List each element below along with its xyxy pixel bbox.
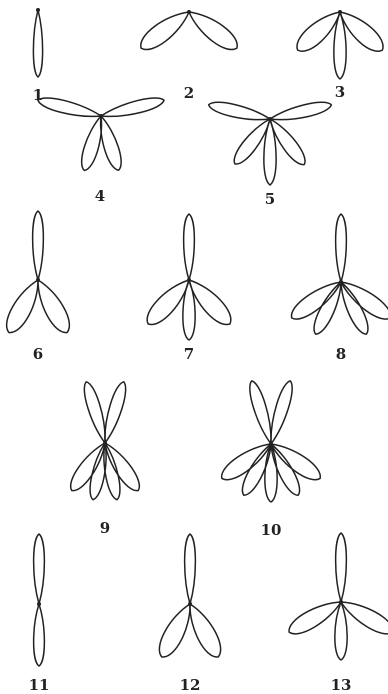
- figure-label-7: 7: [184, 345, 194, 363]
- figure-4-hub: [99, 114, 103, 118]
- figure-11-lobe-2: [34, 604, 45, 666]
- figure-1-hub: [36, 8, 40, 12]
- figure-13: [285, 533, 388, 660]
- figure-12: [154, 534, 227, 661]
- figure-12-lobe-2: [154, 600, 198, 662]
- figure-11: [34, 534, 45, 666]
- figure-7: [141, 214, 236, 340]
- figure-label-5: 5: [265, 190, 275, 208]
- figure-label-13: 13: [331, 676, 352, 694]
- figure-6-lobe-3: [30, 276, 75, 337]
- figure-11-hub: [37, 602, 41, 606]
- figure-12-hub: [188, 602, 192, 606]
- figure-10-lobe-1: [246, 379, 277, 446]
- figure-label-1: 1: [33, 86, 43, 104]
- figure-label-12: 12: [180, 676, 201, 694]
- figure-10-lobe-2: [265, 379, 296, 446]
- figure-3-lobe-1: [291, 5, 346, 57]
- figure-7-hub: [187, 278, 191, 282]
- figure-5-hub: [268, 117, 272, 121]
- figure-label-4: 4: [95, 187, 105, 205]
- figure-13-lobe-1: [336, 533, 347, 602]
- figure-9-lobe-5: [99, 442, 123, 501]
- figure-5-lobe-2: [269, 99, 333, 125]
- figure-6-lobe-1: [33, 211, 44, 280]
- figure-8-lobe-1: [336, 214, 347, 282]
- figure-4-lobe-1: [36, 94, 102, 122]
- figure-7-lobe-1: [184, 214, 195, 280]
- figure-9-hub: [103, 441, 107, 445]
- figure-4: [36, 94, 165, 172]
- figure-12-lobe-3: [182, 600, 226, 662]
- figure-13-hub: [339, 600, 343, 604]
- figure-2-lobe-2: [183, 5, 242, 56]
- figure-5-lobe-5: [264, 115, 309, 169]
- figure-5-lobe-4: [264, 119, 276, 185]
- figure-label-10: 10: [261, 521, 282, 539]
- figure-1: [33, 8, 42, 77]
- figure-3: [291, 5, 388, 79]
- figure-2: [136, 5, 243, 56]
- figure-5: [207, 99, 333, 185]
- figure-3-hub: [338, 10, 342, 14]
- figure-11-lobe-1: [34, 534, 45, 604]
- figure-label-8: 8: [336, 345, 346, 363]
- figure-8-hub: [339, 280, 343, 284]
- figure-label-2: 2: [184, 84, 194, 102]
- figure-8: [287, 214, 388, 337]
- figure-3-lobe-3: [334, 5, 388, 57]
- figure-6-lobe-2: [1, 276, 46, 337]
- figure-2-lobe-1: [136, 5, 195, 56]
- figure-5-lobe-1: [207, 99, 271, 125]
- figure-9-lobe-4: [87, 442, 111, 501]
- figure-10-hub: [269, 442, 273, 446]
- figure-12-lobe-1: [185, 534, 196, 604]
- figure-13-lobe-3: [335, 602, 347, 660]
- figure-9-lobe-2: [99, 380, 129, 445]
- figure-label-11: 11: [29, 676, 50, 694]
- figure-1-lobe-1: [33, 10, 42, 77]
- figure-6-hub: [36, 278, 40, 282]
- figure-9-lobe-1: [80, 380, 110, 445]
- figure-2-hub: [187, 10, 191, 14]
- figure-label-9: 9: [100, 519, 110, 537]
- figure-6: [1, 211, 75, 337]
- figure-4-lobe-2: [100, 94, 166, 122]
- figure-10-lobe-5: [265, 444, 277, 502]
- figure-7-lobe-3: [183, 280, 195, 340]
- figure-label-6: 6: [33, 345, 43, 363]
- figure-9: [65, 380, 144, 501]
- figure-13-lobe-4: [337, 595, 388, 640]
- figure-10: [217, 379, 325, 502]
- figure-label-3: 3: [335, 83, 345, 101]
